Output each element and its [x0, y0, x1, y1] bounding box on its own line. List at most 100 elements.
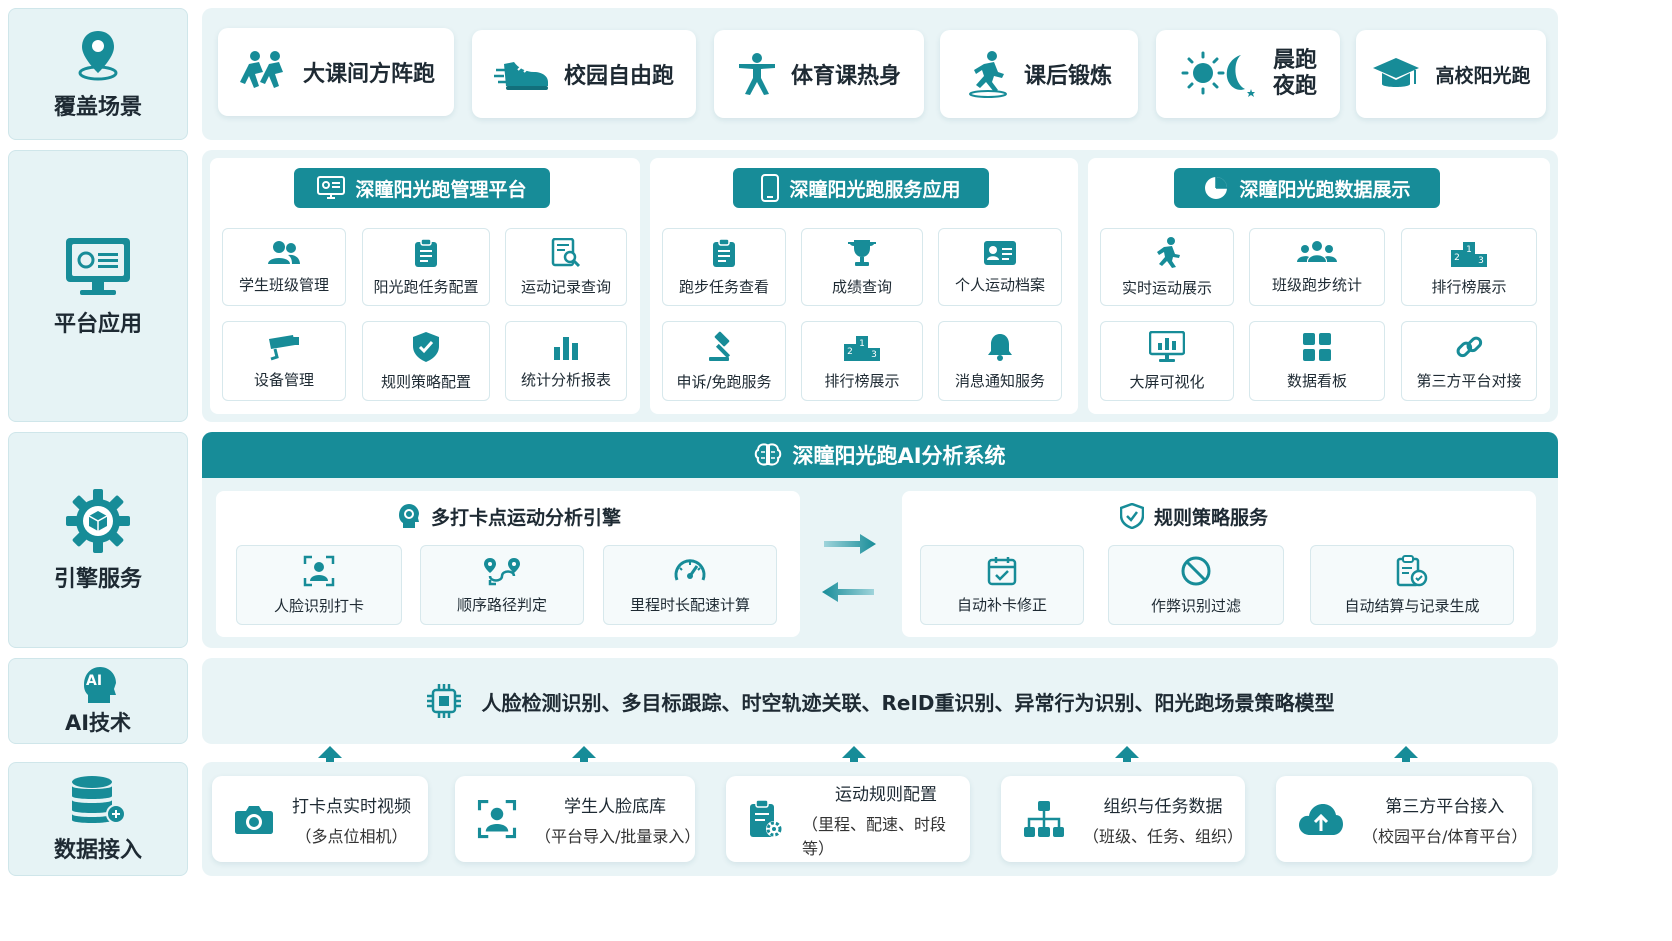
left-label-scenes: 覆盖场景	[8, 8, 188, 140]
platform-tile[interactable]: 学生班级管理	[222, 228, 346, 306]
platform-tile[interactable]: 阳光跑任务配置	[362, 228, 490, 306]
platform-tile[interactable]: 第三方平台对接	[1401, 321, 1537, 401]
engine-right-title-text: 规则策略服务	[1153, 506, 1268, 529]
platform-tile[interactable]: 运动记录查询	[505, 228, 627, 306]
scene-label: 校园自由跑	[563, 64, 674, 89]
shield-check-icon	[1119, 503, 1144, 529]
arrow-up-icon	[1115, 746, 1139, 776]
data-source-card: 打卡点实时视频 （多点位相机）	[212, 776, 428, 862]
tile-label: 实时运动展示	[1121, 278, 1212, 297]
users-icon	[268, 240, 300, 266]
tile-label: 顺序路径判定	[456, 595, 547, 614]
platform-tile[interactable]: 大屏可视化	[1100, 321, 1234, 401]
platform-tile[interactable]: 成绩查询	[801, 228, 923, 306]
svg-text:1: 1	[1466, 245, 1472, 255]
platform-tile[interactable]: 统计分析报表	[505, 321, 627, 401]
brain-icon	[754, 442, 782, 468]
tile-label: 申诉/免跑服务	[676, 372, 772, 391]
tile-label: 人脸识别打卡	[273, 596, 364, 615]
left-label-data-text: 数据接入	[53, 838, 142, 863]
data-source-title: 组织与任务数据	[1103, 796, 1223, 817]
tile-label: 运动记录查询	[520, 277, 611, 296]
map-pin-icon	[70, 27, 126, 83]
scene-card: 体育课热身	[714, 30, 924, 118]
platform-group-title: 深瞳阳光跑管理平台	[294, 168, 550, 208]
gear-cube-icon	[64, 487, 132, 555]
clipboard-icon	[712, 237, 736, 268]
data-source-title: 学生人脸底库	[564, 796, 666, 817]
monitor-chart-icon	[1149, 330, 1185, 363]
left-label-scenes-text: 覆盖场景	[53, 95, 142, 120]
engine-tile[interactable]: 顺序路径判定	[420, 545, 584, 625]
monitor-settings-icon	[317, 176, 346, 200]
pie-chart-icon	[1203, 175, 1229, 201]
platform-tile[interactable]: 个人运动档案	[938, 228, 1062, 306]
platform-group-title-text: 深瞳阳光跑管理平台	[355, 178, 527, 201]
platform-tile[interactable]: 班级跑步统计	[1249, 228, 1385, 306]
platform-tile[interactable]: 消息通知服务	[938, 321, 1062, 401]
scene-label: 课后锻炼	[1023, 64, 1112, 89]
platform-tile[interactable]: 数据看板	[1249, 321, 1385, 401]
platform-tile[interactable]: 设备管理	[222, 321, 346, 401]
scene-label-line2: 夜跑	[1272, 74, 1317, 99]
engine-tile[interactable]: 自动补卡修正	[920, 545, 1084, 625]
engine-right-title: 规则策略服务	[902, 500, 1486, 532]
trophy-icon	[846, 238, 878, 268]
engine-tile[interactable]: 里程时长配速计算	[603, 545, 777, 625]
svg-text:3: 3	[1478, 256, 1484, 266]
svg-text:3: 3	[871, 350, 877, 360]
calendar-check-icon	[987, 556, 1017, 586]
platform-tile[interactable]: 跑步任务查看	[662, 228, 786, 306]
data-source-text: 学生人脸底库 （平台导入/批量录入）	[535, 792, 700, 847]
monitor-settings-icon	[62, 234, 134, 300]
arrow-right-icon	[822, 532, 878, 556]
ai-system-header: 深瞳阳光跑AI分析系统	[202, 432, 1558, 478]
scene-card: 大课间方阵跑	[218, 28, 454, 116]
tile-label: 大屏可视化	[1129, 372, 1205, 391]
left-label-platform-text: 平台应用	[53, 312, 142, 337]
data-source-card: 学生人脸底库 （平台导入/批量录入）	[455, 776, 700, 862]
tile-label: 个人运动档案	[954, 275, 1045, 294]
platform-group-title-text: 深瞳阳光跑服务应用	[789, 178, 961, 201]
left-label-platform: 平台应用	[8, 150, 188, 422]
data-source-sub: （多点位相机）	[295, 826, 408, 846]
data-source-text: 第三方平台接入 （校园平台/体育平台）	[1362, 792, 1527, 847]
platform-tile[interactable]: 申诉/免跑服务	[662, 321, 786, 401]
stretch-person-icon	[737, 52, 777, 96]
speedometer-icon	[673, 556, 707, 586]
tile-label: 作弊识别过滤	[1150, 596, 1241, 615]
arrow-up-icon	[1394, 746, 1418, 776]
route-icon	[482, 556, 522, 586]
tile-label: 消息通知服务	[954, 371, 1045, 390]
platform-group-title-text: 深瞳阳光跑数据展示	[1239, 178, 1411, 201]
ai-system-title: 深瞳阳光跑AI分析系统	[792, 444, 1006, 468]
tile-label: 里程时长配速计算	[629, 595, 750, 614]
tile-label: 学生班级管理	[238, 275, 329, 294]
data-source-text: 运动规则配置 （里程、配速、时段等）	[802, 780, 970, 859]
scene-card: 高校阳光跑	[1356, 30, 1546, 118]
platform-tile[interactable]: 规则策略配置	[362, 321, 490, 401]
tile-label: 跑步任务查看	[678, 277, 769, 296]
gavel-icon	[707, 331, 741, 363]
engine-tile[interactable]: 自动结算与记录生成	[1310, 545, 1514, 625]
left-label-ai: AI AI技术	[8, 658, 188, 744]
tile-label: 自动结算与记录生成	[1344, 596, 1480, 615]
platform-tile[interactable]: 实时运动展示	[1100, 228, 1234, 306]
arrow-up-icon	[842, 746, 866, 776]
data-source-card: 第三方平台接入 （校园平台/体育平台）	[1276, 776, 1532, 862]
sun-moon-icon	[1179, 49, 1259, 99]
engine-tile[interactable]: 作弊识别过滤	[1108, 545, 1284, 625]
tile-label: 统计分析报表	[520, 370, 611, 389]
tile-label: 第三方平台对接	[1416, 371, 1522, 390]
running-shoe-icon	[493, 54, 550, 94]
engine-left-title-text: 多打卡点运动分析引擎	[430, 506, 621, 529]
arrow-up-icon	[572, 746, 596, 776]
scene-label-line1: 晨跑	[1272, 47, 1317, 73]
bar-chart-icon	[551, 333, 581, 361]
engine-tile[interactable]: 人脸识别打卡	[236, 545, 402, 625]
bell-icon	[986, 332, 1014, 362]
